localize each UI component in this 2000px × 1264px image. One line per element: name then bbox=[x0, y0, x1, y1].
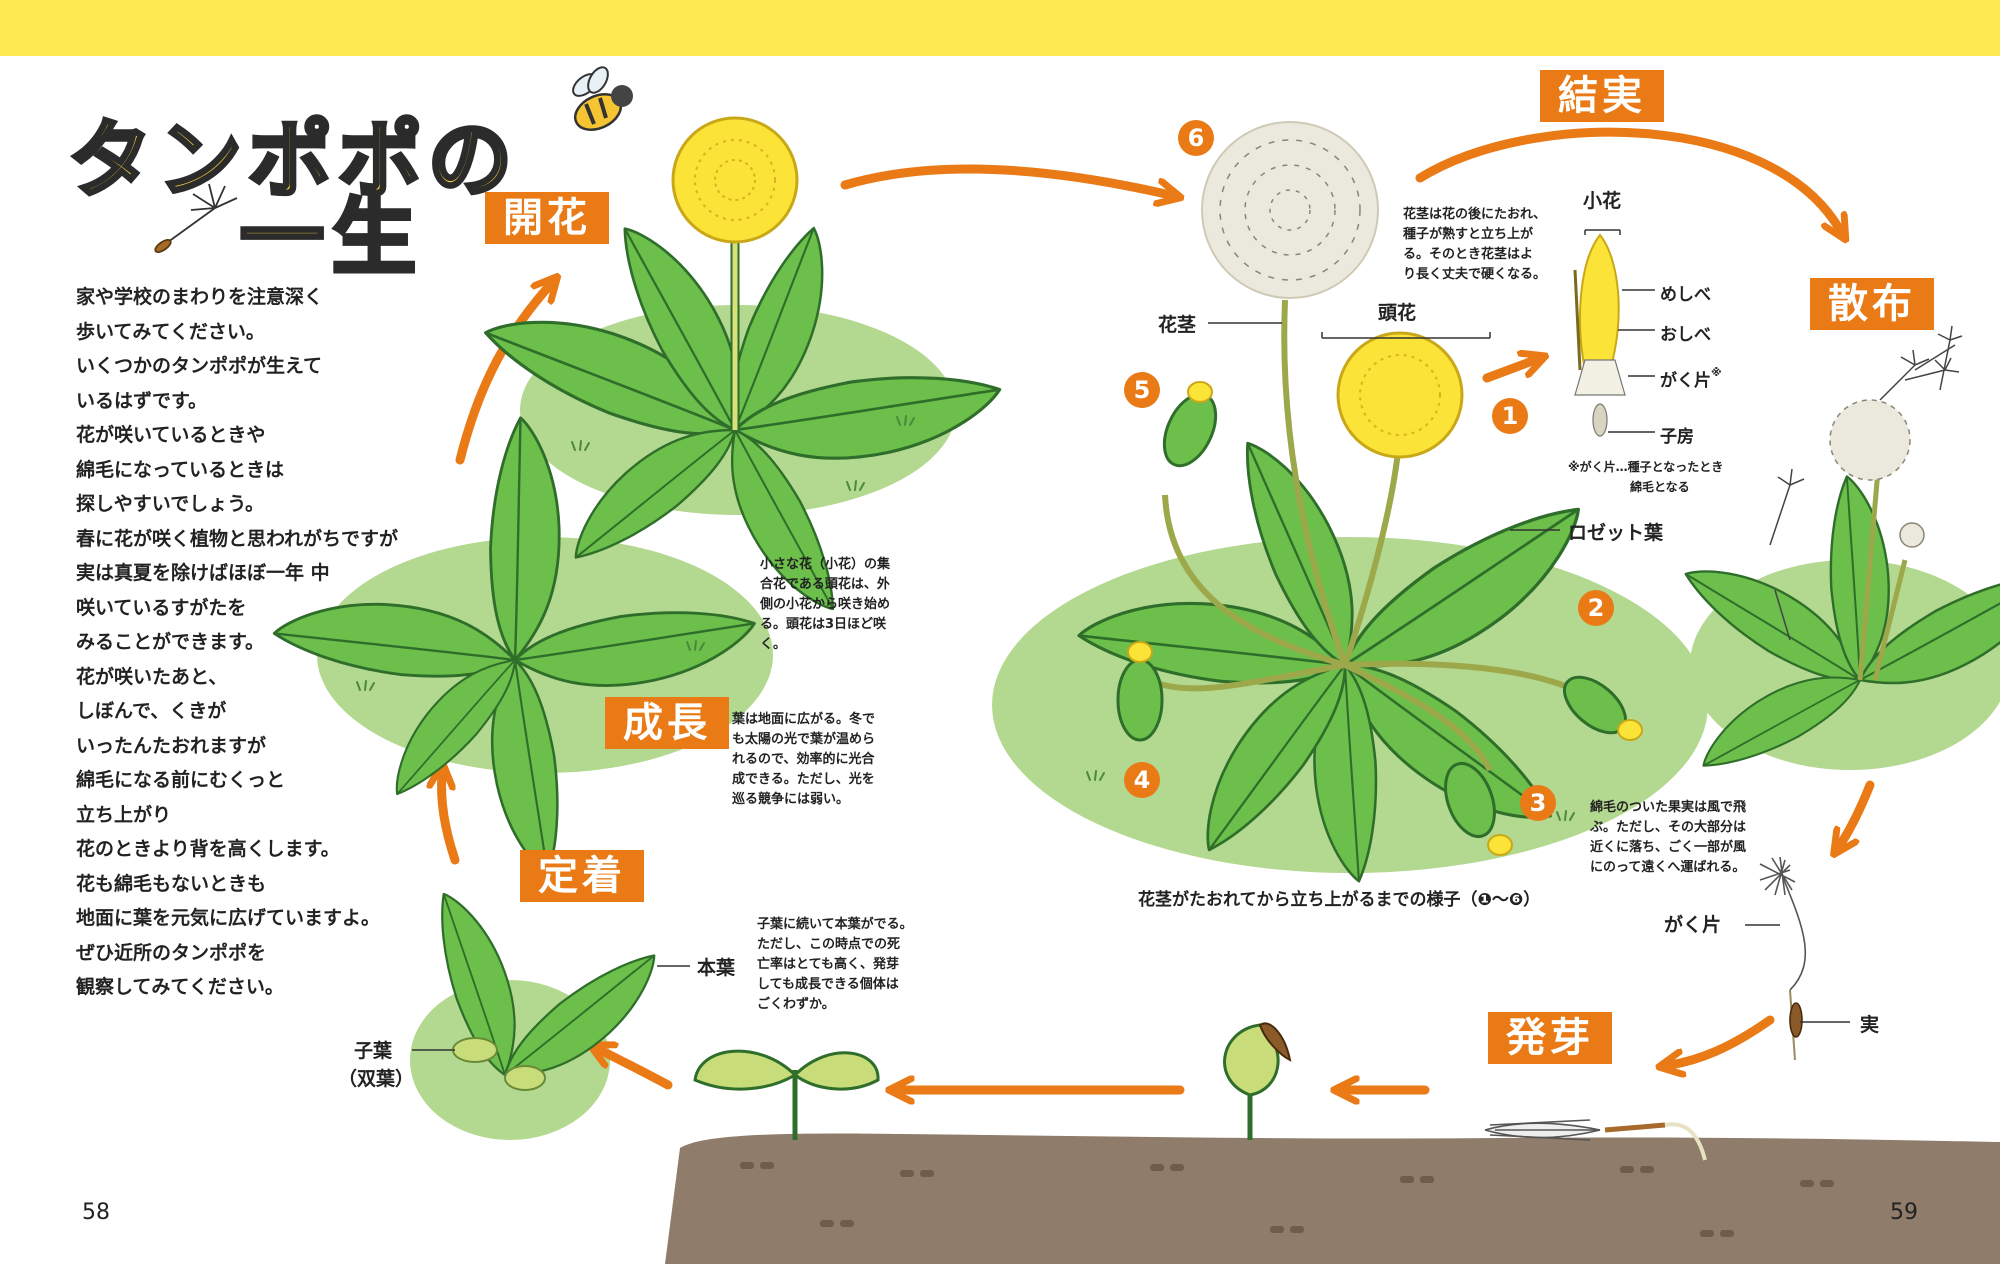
intro-line: ぜひ近所のタンポポを bbox=[76, 941, 267, 964]
intro-line: 花が咲いたあと、 bbox=[76, 665, 228, 688]
step-number-3: 3 bbox=[1520, 785, 1556, 821]
step-number-1: 1 bbox=[1492, 398, 1528, 434]
intro-line: 咲いているすがたを bbox=[76, 596, 247, 619]
title-seed-decoration bbox=[154, 183, 238, 254]
plant-center bbox=[1075, 121, 1643, 888]
intro-line: みることができます。 bbox=[76, 631, 265, 653]
label-meshibe: めしべ bbox=[1660, 285, 1711, 305]
step-number-6: 6 bbox=[1178, 120, 1214, 156]
note-teichaku: 子葉に続いて本葉がでる。 ただし、この時点での死 亡率はとても高く、発芽 しても… bbox=[757, 917, 913, 1012]
intro-line: 家や学校のまわりを注意深く bbox=[76, 286, 324, 308]
intro-line: 花が咲いているときや bbox=[76, 424, 266, 446]
intro-line: 探しやすいでしょう。 bbox=[76, 493, 265, 515]
arrow-sanpu-to-hatsuga bbox=[1670, 1015, 1775, 1065]
plant-teichaku bbox=[402, 884, 669, 1111]
soil-ground bbox=[665, 1133, 2000, 1264]
page-number-right: 59 bbox=[1890, 1200, 1918, 1225]
floret-diagram bbox=[1573, 229, 1655, 437]
note-kaika: 小さな花（小花）の集 合花である頭花は、外 側の小花から咲き始め る。頭花は3日… bbox=[760, 557, 891, 652]
intro-line: いったんたおれますが bbox=[76, 734, 267, 757]
note-sanpu: 綿毛のついた果実は風で飛 ぶ。ただし、その大部分は 近くに落ち、ごく一部が風 に… bbox=[1590, 800, 1747, 875]
intro-line: いるはずです。 bbox=[76, 389, 208, 412]
stage-label-ketsujitsu: 結実 bbox=[1540, 70, 1664, 122]
note-gakuhen: ※がく片…種子となったとき 綿毛となる bbox=[1568, 460, 1724, 494]
label-oshibe: おしべ bbox=[1660, 325, 1711, 345]
note-seicho: 葉は地面に広がる。冬で も太陽の光で葉が温めら れるので、効率的に光合 成できる… bbox=[732, 712, 876, 807]
intro-line: 歩いてみてください。 bbox=[76, 320, 265, 343]
intro-line: 地面に葉を元気に広げていますよ。 bbox=[76, 907, 381, 929]
label-shiyo: 子葉 bbox=[354, 1040, 393, 1062]
page-title: タンポポの bbox=[66, 111, 519, 209]
seed-germinating bbox=[1484, 1119, 1707, 1161]
stage-label-sanpu: 散布 bbox=[1810, 278, 1934, 330]
intro-line: 実は真夏を除けばほぼ一年 中 bbox=[76, 562, 330, 584]
label-touka: 頭花 bbox=[1378, 302, 1417, 324]
seedling-cotyledons bbox=[693, 1049, 880, 1140]
step-number-5: 5 bbox=[1124, 372, 1160, 408]
label-rosette: ロゼット葉 bbox=[1568, 522, 1664, 544]
label-shoka: 小花 bbox=[1583, 190, 1622, 212]
step-number-4: 4 bbox=[1124, 762, 1160, 798]
label-honba: 本葉 bbox=[697, 957, 736, 979]
stage-label-hatsuga: 発芽 bbox=[1488, 1012, 1612, 1064]
plant-kaika bbox=[472, 116, 1010, 622]
label-gakuhen-mark: ※ bbox=[1711, 366, 1722, 379]
arrow-sanpu-down bbox=[1840, 780, 1875, 845]
stage-label-teichaku: 定着 bbox=[520, 850, 644, 902]
arrow-teichaku-to-seicho bbox=[442, 775, 460, 865]
intro-line: 立ち上がり bbox=[76, 803, 172, 826]
intro-line: 花も綿毛もないときも bbox=[76, 872, 267, 895]
intro-line: 綿毛になる前にむくっと bbox=[76, 769, 286, 791]
arrow-to-shoka bbox=[1482, 360, 1535, 383]
arrow-to-teichaku bbox=[600, 1050, 673, 1090]
arrow-kaika-to-ketsujitsu bbox=[840, 164, 1170, 195]
fruit-with-pappus bbox=[1759, 856, 1806, 1061]
arrow-ketsujitsu-to-sanpu bbox=[1415, 127, 1840, 230]
label-katei: 花茎 bbox=[1158, 314, 1197, 336]
page-number-left: 58 bbox=[82, 1200, 110, 1225]
step-number-2: 2 bbox=[1578, 590, 1614, 626]
intro-line: 綿毛になっているときは bbox=[76, 458, 285, 481]
label-shibo: 子房 bbox=[1660, 427, 1694, 447]
intro-line: 花のときより背を高くします。 bbox=[76, 838, 340, 860]
label-gakuhen: がく片※ bbox=[1660, 366, 1722, 391]
seedling-emerging bbox=[1223, 1022, 1292, 1140]
label-gakuhen2: がく片 bbox=[1664, 914, 1722, 936]
note-ketsujitsu: 花茎は花の後にたおれ、 種子が熟すと立ち上が る。そのとき花茎はよ り長く丈夫で… bbox=[1403, 207, 1547, 282]
intro-line: 観察してみてください。 bbox=[76, 976, 284, 998]
bee-illustration bbox=[572, 66, 633, 131]
intro-text: 家や学校のまわりを注意深く 歩いてみてください。 いくつかのタンポポが生えて い… bbox=[76, 280, 416, 1005]
diagram-caption: 花茎がたおれてから立ち上がるまでの様子（❶～❻） bbox=[1138, 890, 1541, 910]
intro-line: いくつかのタンポポが生えて bbox=[76, 355, 323, 377]
intro-line: しぼんで、くきが bbox=[76, 700, 227, 722]
label-soyo: （双葉） bbox=[338, 1068, 415, 1090]
stage-label-seicho: 成長 bbox=[605, 697, 729, 749]
plant-sanpu bbox=[1667, 399, 2000, 800]
page-title-line2: 一生 bbox=[238, 188, 425, 286]
stage-label-kaika: 開花 bbox=[485, 192, 609, 244]
floating-seeds bbox=[1769, 325, 1963, 641]
arrow-seicho-to-kaika bbox=[455, 285, 550, 465]
intro-line: 春に花が咲く植物と思われがちですが bbox=[76, 527, 399, 550]
top-color-bar bbox=[0, 0, 2000, 56]
label-mi: 実 bbox=[1860, 1014, 1880, 1036]
